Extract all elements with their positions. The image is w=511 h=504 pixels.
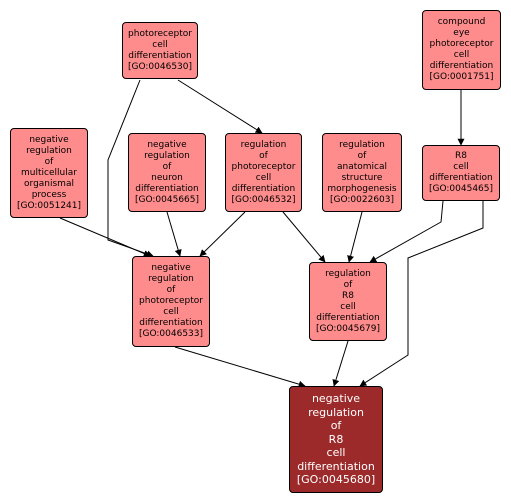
edge-neg-photo-to-neg-r8 — [174, 346, 306, 388]
node-label: differentiation — [297, 459, 375, 473]
node-label: negative — [29, 134, 69, 145]
node-go-id: [GO:0051241] — [16, 200, 82, 211]
node-label: photoreceptor — [429, 39, 494, 49]
node-label: R8 — [342, 290, 354, 301]
node-label: photoreceptor — [231, 161, 296, 172]
node-negative-regulation-of-photoreceptor-cell-differentiation[interactable]: negative regulation of photoreceptor cel… — [132, 256, 210, 347]
node-label: of — [357, 150, 367, 161]
node-go-id: [GO:0045665] — [134, 194, 200, 205]
node-label: regulation — [325, 268, 371, 279]
node-go-id: [GO:0045679] — [315, 323, 381, 334]
node-label: differentiation — [139, 318, 203, 328]
node-label: regulation — [308, 405, 364, 419]
node-label: differentiation — [135, 183, 199, 194]
node-r8-cell-differentiation[interactable]: R8 cell differentiation [GO:0045465] — [422, 145, 500, 201]
edge-neg-multicell-to-neg-photo — [59, 217, 151, 257]
node-label: of — [343, 279, 353, 290]
node-photoreceptor-cell-differentiation[interactable]: photoreceptor cell differentiation [GO:0… — [122, 22, 198, 79]
node-go-id: [GO:0045465] — [428, 184, 494, 194]
node-negative-regulation-of-r8-cell-differentiation[interactable]: negative regulation of R8 cell different… — [289, 386, 383, 493]
node-go-id: [GO:0001751] — [429, 72, 494, 82]
node-regulation-of-anatomical-structure-morphogenesis[interactable]: regulation of anatomical structure morph… — [322, 133, 402, 212]
node-label: compound — [437, 17, 486, 27]
node-label: regulation — [26, 145, 72, 156]
node-label: of — [330, 419, 342, 433]
node-label: process — [31, 189, 67, 200]
node-label: cell — [255, 172, 272, 183]
node-label: eye — [453, 28, 470, 38]
node-label: cell — [453, 50, 470, 60]
node-label: regulation — [339, 139, 385, 150]
node-label: cell — [453, 162, 469, 172]
node-label: R8 — [328, 432, 344, 446]
node-go-id: [GO:0046533] — [138, 329, 204, 339]
node-label: regulation — [240, 139, 287, 150]
node-label: cell — [326, 446, 346, 460]
node-label: structure — [341, 172, 383, 183]
node-label: differentiation — [316, 312, 380, 323]
node-label: organismal — [24, 178, 74, 189]
edge-neg-neuron-to-neg-photo — [166, 211, 182, 257]
node-label: photoreceptor — [128, 28, 192, 39]
node-label: negative — [147, 139, 187, 150]
node-label: negative — [311, 392, 361, 406]
node-label: R8 — [455, 151, 467, 161]
node-go-id: [GO:0045680] — [296, 473, 376, 487]
node-go-id: [GO:0046530] — [127, 61, 193, 72]
node-label: differentiation — [429, 61, 494, 71]
node-label: differentiation — [128, 50, 192, 61]
node-regulation-of-r8-cell-differentiation[interactable]: regulation of R8 cell differentiation [G… — [309, 262, 387, 341]
node-label: differentiation — [429, 173, 493, 183]
node-go-id: [GO:0022603] — [329, 194, 395, 205]
node-label: of — [166, 285, 176, 295]
node-label: of — [259, 150, 268, 161]
node-go-id: [GO:0046532] — [231, 194, 296, 205]
node-negative-regulation-of-neuron-differentiation[interactable]: negative regulation of neuron differenti… — [128, 133, 206, 212]
node-label: cell — [163, 307, 179, 317]
node-label: of — [162, 161, 172, 172]
node-label: cell — [152, 39, 168, 50]
node-label: differentiation — [231, 183, 296, 194]
node-label: morphogenesis — [327, 183, 397, 194]
edge-photoreceptor-to-reg-photo — [177, 79, 263, 134]
node-label: regulation — [144, 150, 190, 161]
edge-reg-r8-to-neg-r8 — [332, 340, 349, 387]
node-label: multicellular — [21, 167, 77, 178]
node-label: photoreceptor — [139, 296, 203, 306]
node-label: neuron — [151, 172, 183, 183]
node-label: negative — [151, 263, 191, 273]
node-label: anatomical — [336, 161, 387, 172]
edge-r8-to-reg-r8 — [369, 200, 444, 263]
edge-r8-to-neg-r8 — [359, 201, 484, 387]
node-label: cell — [340, 301, 356, 312]
node-regulation-of-photoreceptor-cell-differentiation[interactable]: regulation of photoreceptor cell differe… — [225, 133, 302, 212]
edge-reg-anat-to-reg-r8 — [347, 211, 363, 263]
edge-reg-photo-to-reg-r8 — [282, 211, 326, 263]
edge-reg-photo-to-neg-photo — [199, 211, 246, 257]
node-compound-eye-photoreceptor-cell-differentiation[interactable]: compound eye photoreceptor cell differen… — [422, 10, 501, 90]
node-label: regulation — [148, 274, 194, 284]
node-negative-regulation-of-multicellular-organismal-process[interactable]: negative regulation of multicellular org… — [10, 128, 88, 218]
node-label: of — [44, 156, 54, 167]
